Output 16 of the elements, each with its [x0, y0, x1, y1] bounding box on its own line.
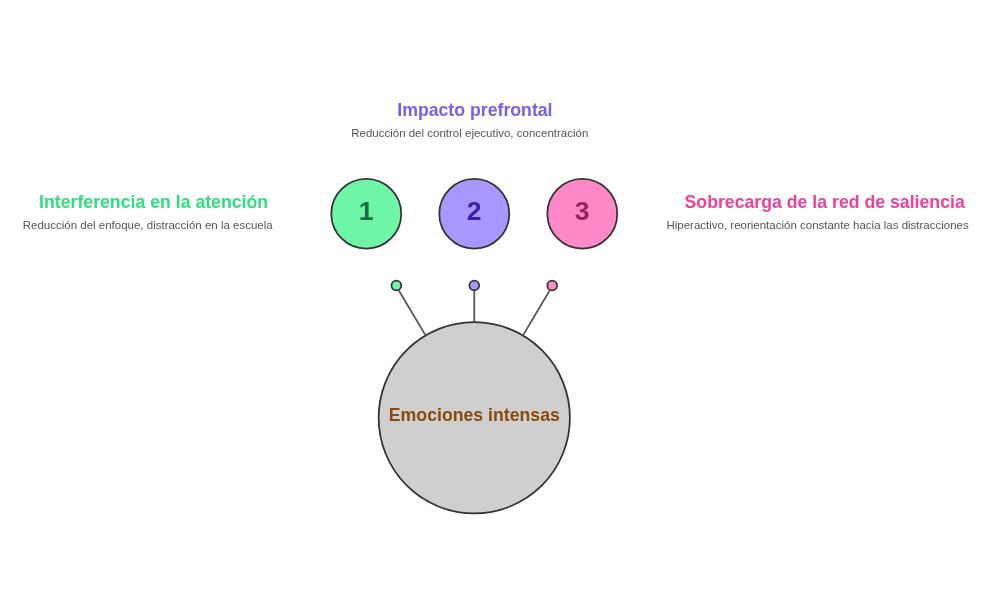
- node-circle: Emociones intensas: [377, 321, 571, 515]
- connector: [473, 289, 476, 323]
- node-circle: 3: [546, 177, 619, 250]
- connector: [397, 289, 427, 337]
- node-circle: 1: [330, 177, 403, 250]
- node-label: Hiperactivo, reorientación constante hacia las distracciones: [666, 219, 969, 232]
- node-circle: 2: [438, 177, 511, 250]
- node-label: Interferencia en la atención: [39, 192, 269, 213]
- node-label: Impacto prefrontal: [397, 99, 553, 120]
- node-label: Reducción del control ejecutivo, concentración: [351, 126, 589, 139]
- node-circle: [468, 279, 481, 292]
- node-label: Reducción del enfoque, distracción en la escuela: [22, 219, 273, 232]
- node-circle: [390, 279, 403, 292]
- node-circle: [546, 279, 558, 292]
- connector: [522, 289, 551, 337]
- node-label: Sobrecarga de la red de saliencia: [684, 192, 965, 213]
